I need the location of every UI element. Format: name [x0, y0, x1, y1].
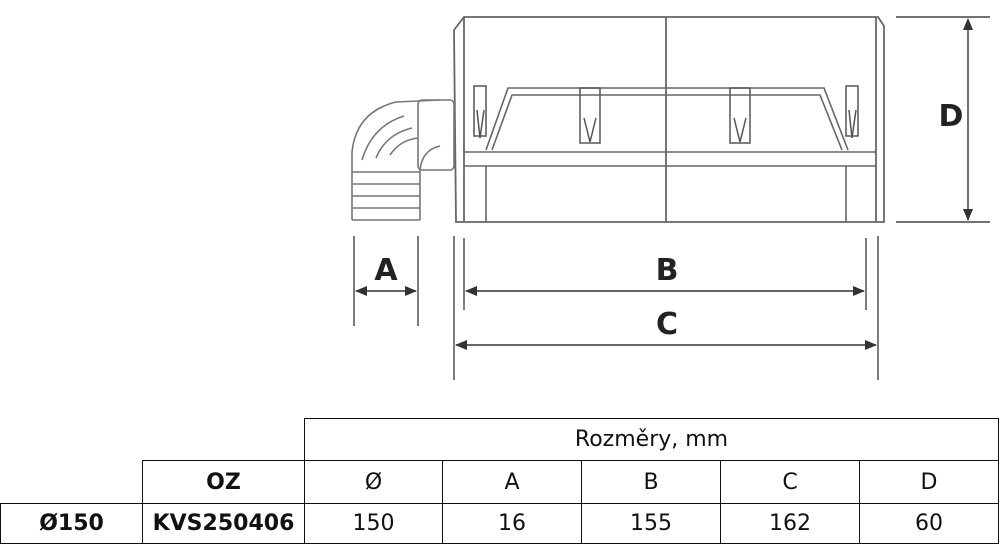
- row-c: 162: [720, 503, 860, 544]
- dimensions-table: Rozměry, mm OZ Ø A B C D Ø150 KVS250406 …: [0, 418, 1000, 544]
- row-oz: KVS250406: [142, 503, 305, 544]
- dimension-a: A: [353, 236, 419, 326]
- dimension-d-label: D: [939, 99, 964, 134]
- inner-cover: [464, 87, 876, 222]
- header-a: A: [442, 460, 582, 504]
- dimension-b-label: B: [656, 253, 679, 288]
- clip-right: [845, 85, 859, 139]
- table-row: Ø150 KVS250406 150 16 155 162 60: [0, 503, 1000, 544]
- row-size: Ø150: [0, 503, 143, 544]
- header-oz: OZ: [142, 460, 305, 504]
- clip-center-right: [729, 87, 751, 144]
- row-b: 155: [581, 503, 721, 544]
- header-c: C: [720, 460, 860, 504]
- dimension-c-label: C: [656, 307, 678, 342]
- dimension-c: C: [453, 236, 879, 380]
- table-header-row-group: Rozměry, mm: [1, 418, 1000, 461]
- row-d: 60: [858, 503, 1000, 544]
- housing-outline: [453, 16, 885, 223]
- header-diameter: Ø: [304, 460, 443, 504]
- group-header-dimensions: Rozměry, mm: [303, 418, 1000, 461]
- clip-center-left: [579, 87, 601, 144]
- dimension-d: D: [896, 16, 990, 223]
- header-d: D: [858, 460, 1000, 504]
- dimension-a-label: A: [374, 253, 398, 288]
- clip-left: [473, 85, 487, 139]
- elbow-pipe: [351, 99, 455, 221]
- dimension-b: B: [463, 238, 867, 310]
- technical-drawing: A B C D: [351, 16, 990, 380]
- row-diameter: 150: [304, 503, 443, 544]
- table-header-row: OZ Ø A B C D: [1, 460, 1000, 504]
- header-b: B: [581, 460, 721, 504]
- row-a: 16: [442, 503, 582, 544]
